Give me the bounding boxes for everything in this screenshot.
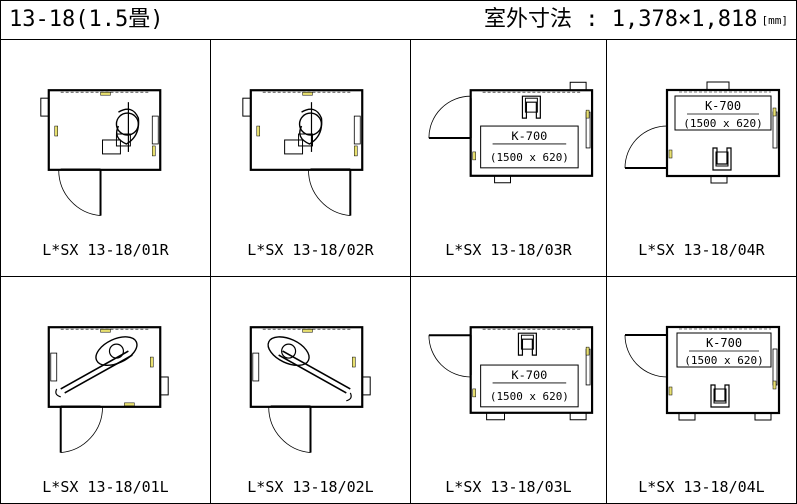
model-label: K-700 [511,368,547,382]
layout-cell-02l[interactable]: L*SX 13-18/02L [211,277,411,503]
layout-caption: L*SX 13-18/04R [638,241,765,259]
dimensions-unit: [mm] [761,14,789,27]
model-label: K-700 [706,336,742,350]
layout-cell-04r[interactable]: K-700 (1500 x 620) L*SX 13-18/04R [607,40,796,276]
floor-plan-01l [47,326,169,454]
model-label: K-700 [705,99,741,113]
dimensions-value: 1,378×1,818 [611,7,758,32]
size-label: (1500 x 620) [490,151,569,164]
layout-cell-04l[interactable]: K-700 (1500 x 620) L*SX 13-18/04L [607,277,796,503]
layout-cell-01r[interactable]: L*SX 13-18/01R [1,40,211,276]
dimensions-label: 室外寸法 [484,7,573,32]
floor-plan-02l [249,326,371,453]
layout-caption: L*SX 13-18/01L [42,478,169,496]
floor-plan-04r: K-700 (1500 x 620) [624,81,781,184]
floor-plan-01r [40,89,162,217]
layout-cell-03l[interactable]: K-700 (1500 x 620) L*SX 13-18/03L [411,277,607,503]
exterior-dimensions: 室外寸法 : 1,378×1,818[mm] [484,7,789,32]
floor-plan-03l: K-700 (1500 x 620) [428,326,594,421]
layout-cell-03r[interactable]: K-700 (1500 x 620) L*SX 13-18/03R [411,40,607,276]
floor-plan-02r [242,89,364,216]
model-title: 13-18(1.5畳) [9,7,164,32]
size-label: (1500 x 620) [683,117,762,130]
layout-caption: L*SX 13-18/02L [247,478,374,496]
layout-caption: L*SX 13-18/02R [247,241,374,259]
model-label: K-700 [511,129,547,143]
size-label: (1500 x 620) [490,390,569,403]
layout-caption: L*SX 13-18/01R [42,241,169,259]
layout-caption: L*SX 13-18/03L [445,478,572,496]
floor-plan-03r: K-700 (1500 x 620) [428,81,594,184]
row-divider [1,276,796,277]
layout-cell-01l[interactable]: L*SX 13-18/01L [1,277,211,503]
sheet-header: 13-18(1.5畳) 室外寸法 : 1,378×1,818[mm] [1,1,796,40]
layout-grid: L*SX 13-18/01R L*SX 13-18/02R [1,40,796,503]
layout-caption: L*SX 13-18/04L [638,478,765,496]
floor-plan-04l: K-700 (1500 x 620) [624,325,781,421]
size-label: (1500 x 620) [684,354,763,367]
layout-caption: L*SX 13-18/03R [445,241,572,259]
layout-cell-02r[interactable]: L*SX 13-18/02R [211,40,411,276]
